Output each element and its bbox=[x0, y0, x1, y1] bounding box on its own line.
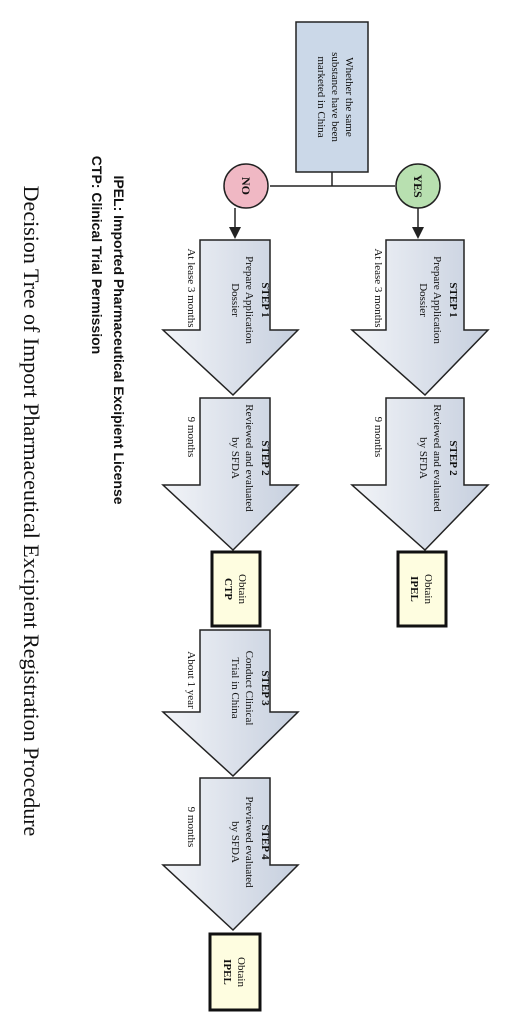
svg-text:STEP 2: STEP 2 bbox=[447, 440, 459, 476]
svg-text:Whether the same: Whether the same bbox=[343, 57, 355, 137]
no-step2-arrow bbox=[161, 397, 300, 552]
svg-text:Reviewed and evaluated: Reviewed and evaluated bbox=[431, 404, 443, 512]
no-result-text: Obtain IPEL bbox=[221, 957, 247, 987]
legend-ctp: CTP: Clinical Trial Permission bbox=[89, 156, 105, 354]
svg-text:STEP 2: STEP 2 bbox=[259, 440, 271, 476]
diagram-title: Decision Tree of Import Pharmaceutical E… bbox=[19, 186, 44, 837]
no-label: NO bbox=[239, 177, 253, 195]
svg-text:STEP 4: STEP 4 bbox=[259, 824, 271, 860]
svg-text:Conduct Clinical: Conduct Clinical bbox=[243, 651, 255, 726]
yes-result-box bbox=[396, 550, 448, 628]
svg-text:Obtain: Obtain bbox=[422, 574, 434, 604]
svg-text:CTP: CTP bbox=[222, 578, 234, 600]
yes-step1-arrow bbox=[350, 239, 490, 397]
no-result-box bbox=[208, 932, 262, 1012]
svg-text:Dossier: Dossier bbox=[417, 283, 429, 317]
yes-step2-text: STEP 2 Reviewed and evaluated by SFDA bbox=[417, 404, 459, 512]
yes-step1-duration: At lease 3 months bbox=[372, 248, 384, 327]
no-step3-duration: About 1 year bbox=[185, 651, 197, 709]
no-step3-arrow bbox=[161, 629, 300, 778]
no-step4-arrow bbox=[161, 777, 300, 932]
yes-label: YES bbox=[411, 174, 425, 198]
svg-text:Trial in China: Trial in China bbox=[229, 657, 241, 718]
svg-text:STEP 1: STEP 1 bbox=[259, 282, 271, 317]
no-step1-duration: At lease 3 months bbox=[185, 248, 197, 327]
svg-text:Obtain: Obtain bbox=[235, 957, 247, 987]
yes-step1-text: STEP 1 Prepare Application Dossier bbox=[417, 256, 459, 344]
no-step2-duration: 9 months bbox=[185, 417, 197, 458]
svg-text:by SFDA: by SFDA bbox=[229, 821, 241, 863]
svg-text:STEP 1: STEP 1 bbox=[447, 282, 459, 317]
svg-text:Prepare Application: Prepare Application bbox=[243, 256, 255, 344]
no-circle bbox=[223, 163, 269, 209]
no-ctp-text: Obtain CTP bbox=[222, 574, 248, 604]
no-step2-text: STEP 2 Reviewed and evaluated by SFDA bbox=[229, 404, 271, 512]
svg-text:Previewed evaluated: Previewed evaluated bbox=[243, 796, 255, 888]
svg-text:IPEL: IPEL bbox=[408, 576, 420, 602]
svg-text:marketed in China: marketed in China bbox=[315, 56, 327, 137]
no-ctp-box bbox=[210, 550, 262, 628]
no-step1-text: STEP 1 Prepare Application Dossier bbox=[229, 256, 271, 344]
svg-text:Prepare Application: Prepare Application bbox=[431, 256, 443, 344]
svg-text:Obtain: Obtain bbox=[236, 574, 248, 604]
question-text: Whether the same substance have been mar… bbox=[315, 52, 355, 142]
svg-text:STEP 3: STEP 3 bbox=[259, 670, 271, 706]
svg-text:by SFDA: by SFDA bbox=[229, 437, 241, 479]
no-step4-duration: 9 months bbox=[185, 807, 197, 848]
no-step4-text: STEP 4 Previewed evaluated by SFDA bbox=[229, 796, 271, 888]
legend-ipel: IPEL: Imported Pharmaceutical Excipient … bbox=[111, 175, 127, 504]
svg-text:by SFDA: by SFDA bbox=[417, 437, 429, 479]
no-step3-text: STEP 3 Conduct Clinical Trial in China bbox=[229, 651, 271, 726]
yes-result-text: Obtain IPEL bbox=[408, 574, 434, 604]
yes-step2-arrow bbox=[350, 397, 490, 552]
svg-text:Dossier: Dossier bbox=[229, 283, 241, 317]
svg-text:IPEL: IPEL bbox=[221, 959, 233, 985]
svg-text:Reviewed and evaluated: Reviewed and evaluated bbox=[243, 404, 255, 512]
svg-text:substance have been: substance have been bbox=[329, 52, 341, 142]
yes-step2-duration: 9 months bbox=[372, 417, 384, 458]
no-step1-arrow bbox=[161, 239, 300, 397]
question-box bbox=[295, 21, 369, 173]
